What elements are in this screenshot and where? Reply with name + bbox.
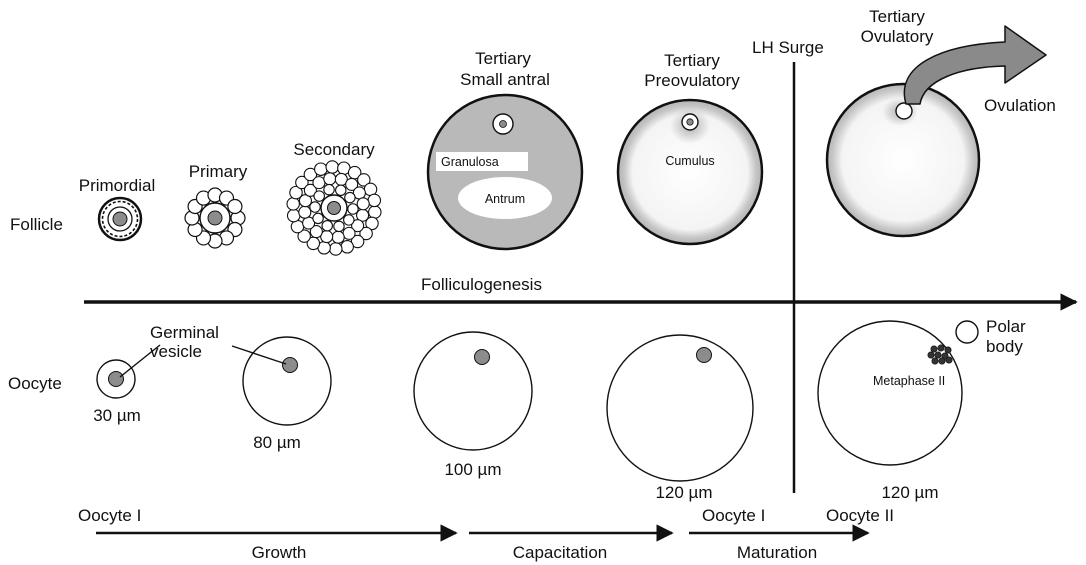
granulosa-cell — [288, 209, 300, 221]
granulosa-cell — [357, 198, 369, 210]
capacitation-label: Capacitation — [513, 543, 608, 562]
granulosa-cell — [341, 241, 353, 253]
oocyte-120um-metaphase — [818, 321, 978, 465]
row-label-follicle: Follicle — [10, 215, 63, 234]
ovulation-label: Ovulation — [984, 96, 1056, 115]
granulosa-cell — [228, 200, 242, 214]
polar-body — [956, 321, 978, 343]
metaphase-label: Metaphase II — [873, 374, 945, 388]
granulosa-cell — [324, 184, 334, 194]
granulosa-cell — [314, 191, 324, 201]
oocyte-1-right-label: Oocyte I — [702, 506, 765, 525]
granulosa-cell — [313, 213, 323, 223]
granulosa-label: Granulosa — [441, 155, 499, 169]
primary-follicle — [185, 188, 245, 248]
primordial-follicle — [99, 198, 141, 240]
granulosa-cell — [326, 161, 338, 173]
size-label-100: 100 µm — [444, 460, 501, 479]
oocyte-2-label: Oocyte II — [826, 506, 894, 525]
oocyte-100um — [414, 332, 532, 450]
maturation-label: Maturation — [737, 543, 817, 562]
oocyte-120um-gv — [607, 335, 753, 481]
cumulus-label: Cumulus — [665, 154, 714, 168]
stage-label-preovulatory-line1: Tertiary — [664, 51, 720, 70]
ovulatory-follicle — [827, 84, 979, 236]
antrum-label: Antrum — [485, 192, 525, 206]
granulosa-cell — [299, 206, 311, 218]
stage-label-preovulatory-line2: Preovulatory — [644, 71, 740, 90]
granulosa-cell — [369, 206, 381, 218]
growth-label: Growth — [252, 543, 307, 562]
size-label-30: 30 µm — [93, 406, 141, 425]
granulosa-cell — [310, 202, 320, 212]
polar-body-label-line2: body — [986, 337, 1023, 356]
germinal-vesicle-label-line2: vesicle — [150, 342, 202, 361]
granulosa-cell — [345, 192, 355, 202]
oocyte-1-left-label: Oocyte I — [78, 506, 141, 525]
folliculogenesis-label: Folliculogenesis — [421, 275, 542, 294]
granulosa-cell — [343, 227, 355, 239]
granulosa-cell — [368, 194, 380, 206]
granulosa-cell — [334, 221, 344, 231]
granulosa-cell — [348, 204, 358, 214]
size-label-120-left: 120 µm — [655, 483, 712, 502]
granulosa-cell — [287, 198, 299, 210]
size-label-80: 80 µm — [253, 433, 301, 452]
oocyte-30um — [97, 360, 135, 398]
preovulatory-follicle — [618, 100, 762, 244]
stage-label-ovulatory-line2: Ovulatory — [861, 27, 934, 46]
germinal-vesicle-label-line1: Germinal — [150, 323, 219, 342]
stage-label-ovulatory-line1: Tertiary — [869, 7, 925, 26]
granulosa-cell — [324, 173, 336, 185]
small-antral-follicle — [428, 95, 582, 249]
granulosa-cell — [336, 185, 346, 195]
stage-label-primary: Primary — [189, 162, 248, 181]
secondary-follicle — [287, 161, 381, 255]
stage-label-small-antral-line2: Small antral — [460, 70, 550, 89]
stage-label-secondary: Secondary — [293, 140, 375, 159]
size-label-120-right: 120 µm — [881, 483, 938, 502]
row-label-oocyte: Oocyte — [8, 374, 62, 393]
granulosa-cell — [315, 163, 327, 175]
stage-label-primordial: Primordial — [79, 176, 156, 195]
oocyte-80um — [243, 337, 331, 425]
stage-label-small-antral-line1: Tertiary — [475, 49, 531, 68]
granulosa-cell — [332, 231, 344, 243]
granulosa-cell — [313, 177, 325, 189]
granulosa-cell — [344, 215, 354, 225]
polar-body-label-line1: Polar — [986, 317, 1026, 336]
granulosa-cell — [322, 221, 332, 231]
lh-surge-label: LH Surge — [752, 38, 824, 57]
germinal-vesicle-leader-left — [120, 345, 160, 377]
granulosa-cell — [330, 243, 342, 255]
